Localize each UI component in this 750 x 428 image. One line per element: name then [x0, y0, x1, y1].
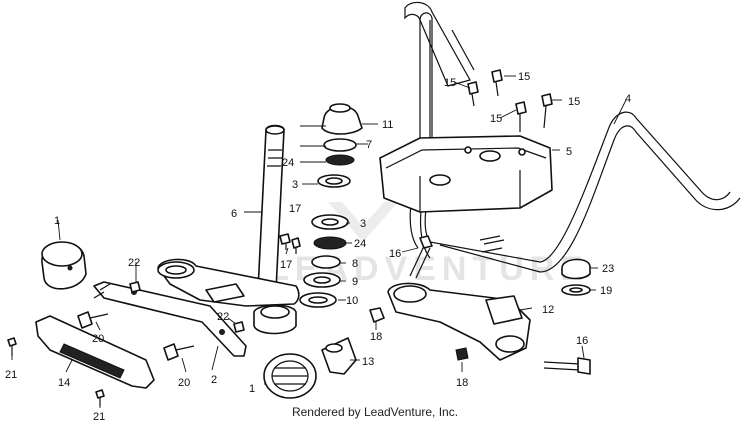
callout-9: 9 [352, 276, 358, 288]
callout-22a: 22 [128, 257, 140, 269]
switch [321, 337, 357, 375]
callout-24a: 24 [282, 157, 294, 169]
callout-16b: 16 [576, 335, 588, 347]
callout-14: 14 [58, 377, 70, 389]
steering-stem [257, 124, 285, 291]
reflector-bar [35, 315, 155, 389]
nuts-18 [369, 307, 469, 361]
callout-13: 13 [362, 356, 374, 368]
callout-4: 4 [625, 93, 631, 105]
headlight-lens [263, 353, 317, 399]
callout-5: 5 [566, 146, 572, 158]
callout-18a: 18 [370, 331, 382, 343]
callout-17a: 17 [289, 203, 301, 215]
upper-holder [379, 135, 553, 213]
lower-holder [387, 282, 531, 361]
screws-17 [279, 233, 301, 254]
callout-12: 12 [542, 304, 554, 316]
callout-23: 23 [602, 263, 614, 275]
bolt-16-lower [543, 357, 591, 375]
callout-3a: 3 [292, 179, 298, 191]
callout-15d: 15 [490, 113, 502, 125]
callout-21b: 21 [93, 411, 105, 423]
callout-3b: 3 [360, 218, 366, 230]
callout-11: 11 [382, 119, 393, 131]
callout-15c: 15 [568, 96, 580, 108]
callout-21a: 21 [5, 369, 17, 381]
callout-1b: 1 [249, 383, 255, 395]
screws-21 [7, 337, 105, 406]
fork-bridge [157, 258, 300, 335]
callout-15b: 15 [518, 71, 530, 83]
callout-10: 10 [346, 295, 358, 307]
stem-top-parts [317, 103, 363, 188]
leader-lines [11, 75, 627, 408]
callout-6: 6 [231, 208, 237, 220]
callout-16a: 16 [389, 248, 401, 260]
bracket-bolts [77, 281, 245, 361]
callout-22b: 22 [217, 311, 229, 323]
callout-20a: 20 [92, 333, 104, 345]
callout-15a: 15 [444, 77, 456, 89]
callout-24b: 24 [354, 238, 366, 250]
callout-2: 2 [211, 374, 217, 386]
stem-bottom-parts [299, 214, 349, 308]
credit-line: Rendered by LeadVenture, Inc. [291, 405, 459, 419]
cap-and-washer [561, 258, 591, 296]
callout-1a: 1 [54, 215, 60, 227]
callouts: 1 1 2 3 3 4 5 6 7 8 9 10 11 12 13 14 15 … [5, 71, 631, 423]
holder-bolts [467, 69, 553, 132]
callout-7: 7 [366, 139, 372, 151]
callout-18b: 18 [456, 377, 468, 389]
callout-20b: 20 [178, 377, 190, 389]
watermark-logo [318, 192, 408, 257]
callout-19: 19 [600, 285, 612, 297]
headlight-left [41, 241, 87, 290]
callout-17b: 17 [280, 259, 292, 271]
bolt-16-upper [409, 235, 433, 279]
callout-8: 8 [352, 258, 358, 270]
